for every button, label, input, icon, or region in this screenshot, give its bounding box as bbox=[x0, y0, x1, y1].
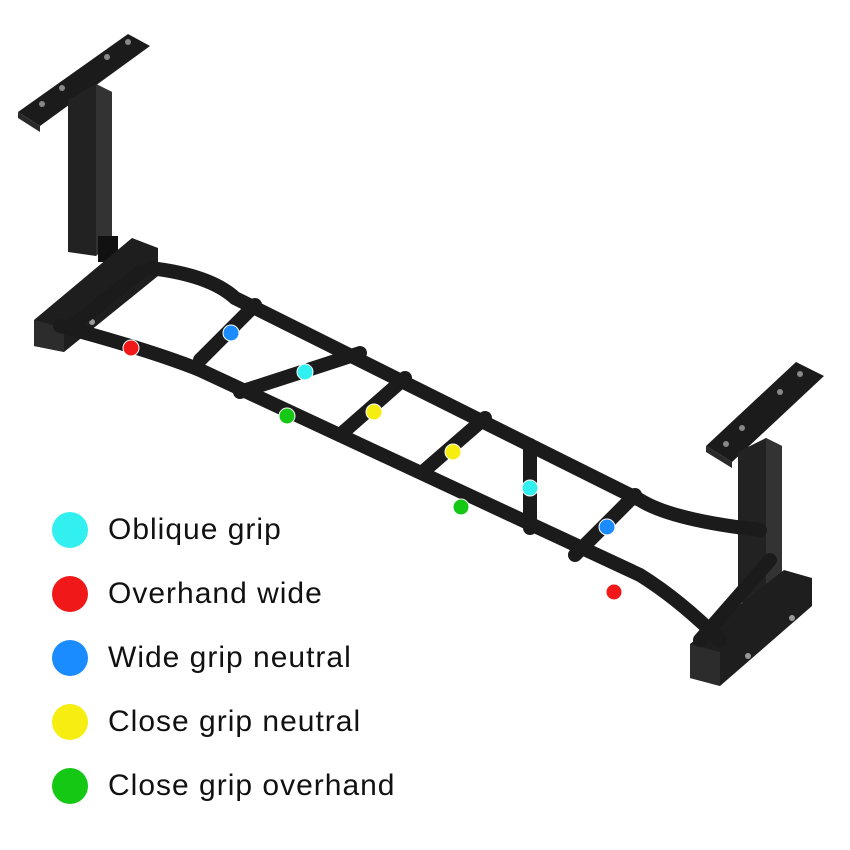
left-post bbox=[68, 84, 118, 262]
legend-label: Close grip neutral bbox=[108, 705, 362, 738]
legend-dot bbox=[52, 576, 88, 612]
right-mount-plate bbox=[706, 362, 824, 468]
legend-dot bbox=[52, 704, 88, 740]
legend-label: Overhand wide bbox=[108, 577, 323, 610]
legend-dot bbox=[52, 640, 88, 676]
legend-item-wide-grip-neutral: Wide grip neutral bbox=[52, 638, 352, 678]
legend-item-close-grip-neutral: Close grip neutral bbox=[52, 702, 361, 742]
legend-dot bbox=[52, 512, 88, 548]
grip-marker-close-neutral bbox=[365, 403, 383, 421]
legend-label: Close grip overhand bbox=[108, 769, 396, 802]
legend-item-oblique-grip: Oblique grip bbox=[52, 510, 282, 550]
legend-item-close-grip-overhand: Close grip overhand bbox=[52, 766, 396, 806]
bar-frame bbox=[53, 261, 777, 647]
grip-markers bbox=[122, 324, 623, 601]
legend-dot bbox=[52, 768, 88, 804]
legend-item-overhand-wide: Overhand wide bbox=[52, 574, 323, 614]
grip-marker-overhand-wide bbox=[605, 583, 623, 601]
grip-marker-close-overhand bbox=[278, 407, 296, 425]
left-mount-plate bbox=[18, 34, 150, 132]
legend-label: Wide grip neutral bbox=[108, 641, 352, 674]
grip-marker-overhand-wide bbox=[122, 339, 140, 357]
right-base-block bbox=[690, 570, 812, 686]
grip-marker-oblique bbox=[521, 479, 539, 497]
legend-label: Oblique grip bbox=[108, 513, 282, 546]
grip-marker-close-neutral bbox=[444, 443, 462, 461]
grip-marker-close-overhand bbox=[452, 498, 470, 516]
grip-marker-wide-neutral bbox=[598, 518, 616, 536]
grip-marker-wide-neutral bbox=[222, 324, 240, 342]
grip-marker-oblique bbox=[296, 363, 314, 381]
